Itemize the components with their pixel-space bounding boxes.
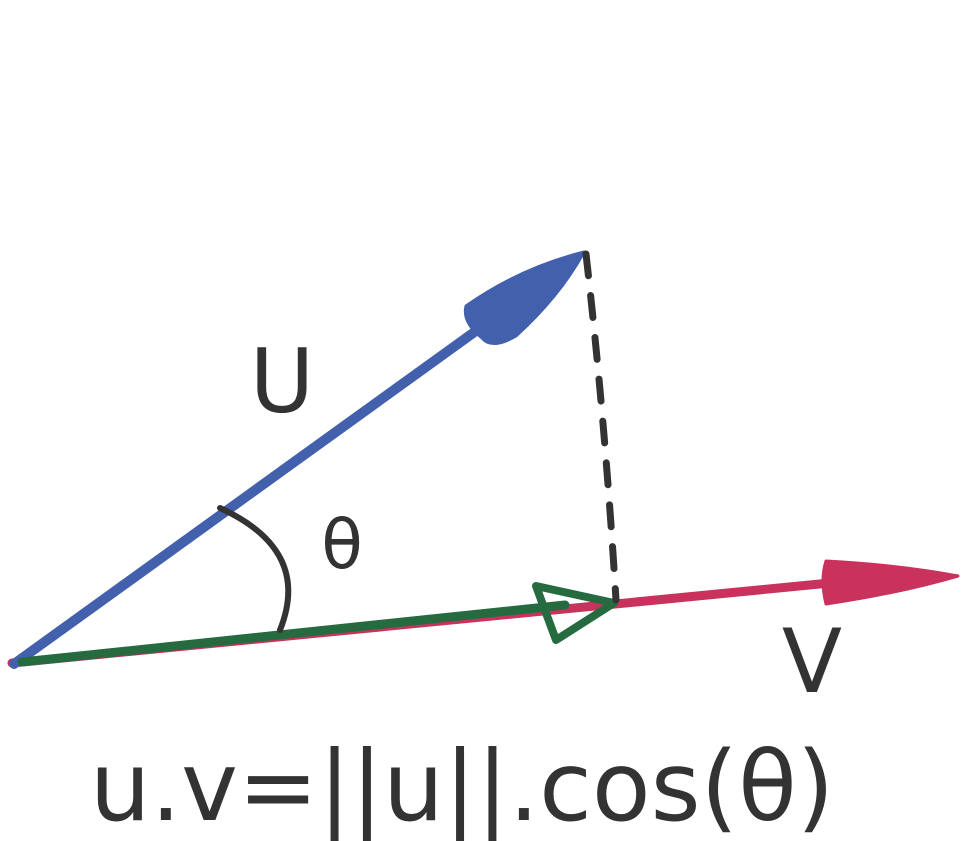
dot-product-formula: u.v=||u||.cos(θ) (90, 731, 835, 841)
vector-u (9, 250, 586, 669)
angle-arc (217, 505, 292, 633)
projection-arrowhead (532, 582, 618, 644)
vector-u-label: U (250, 330, 314, 433)
projection-vector (17, 582, 618, 667)
projection-shaft (17, 600, 570, 667)
vector-v-arrowhead (821, 559, 960, 606)
vector-u-shaft (9, 323, 485, 669)
vector-v-label: V (782, 610, 842, 713)
angle-label: θ (321, 506, 363, 585)
vector-u-arrowhead (463, 250, 586, 345)
perpendicular-dashed-line (582, 250, 620, 604)
